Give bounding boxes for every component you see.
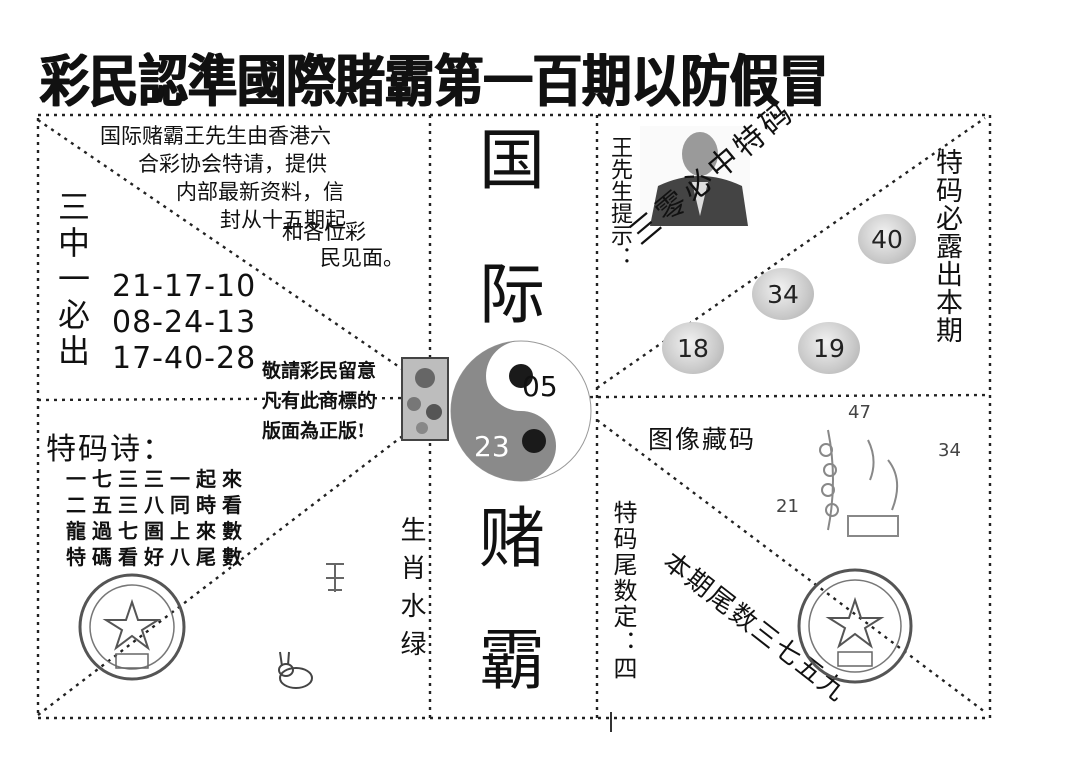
outer-border [36,113,992,720]
hidden-image-plant-icon [819,429,899,537]
poem-line-4: 特碼看好八尾數 [66,545,248,569]
combo-label: 三中一必出 [53,190,91,370]
ball-1: 40 [858,214,916,264]
title-char-3: 赌 [479,500,545,577]
poem-title: 特码诗： [46,432,174,467]
rabbit-icon [278,651,313,689]
diag-bottom-right [596,419,986,713]
wang-tip: 王先生提示： [607,136,632,268]
trademark-emblem-icon [401,357,449,441]
diag-top-right [596,117,986,389]
image-code-number-b: 34 [938,440,961,461]
image-code-label: 图像藏码 [648,425,757,454]
poem-line-2: 二五三八同時看 [66,493,248,517]
mid-horizontal [37,393,991,402]
intro-line-4: 封从十五期起 [220,208,346,232]
headline: 彩民認準國際賭霸第一百期以防假冒 [40,50,829,115]
poem-line-3: 龍過七圄上來數 [66,519,248,543]
title-char-1: 国 [479,122,545,199]
title-char-2: 际 [479,256,545,333]
right-vertical: 特码必露出本期 [931,148,962,344]
stamp-seal-right-icon [797,568,913,684]
image-code-number-a: 47 [848,402,871,423]
bottom-tick [610,712,612,732]
diag-bottom-left [37,414,431,716]
notice-block: 敬請彩民留意 凡有此商標的 版面為正版! [262,356,376,446]
intro-line-3: 内部最新资料，信 [176,180,344,204]
intro-line-5: 和各位彩 [282,220,366,244]
poem-line-1: 一七三三一起來 [66,467,248,491]
ball-4: 19 [798,322,860,374]
image-code-number-c: 21 [776,496,799,517]
intro-line-6: 民见面。 [320,246,404,270]
title-char-4: 霸 [479,622,545,699]
combo-2: 08-24-13 [112,305,257,340]
yin-yang-number-top: 05 [522,370,558,403]
combo-1: 21-17-10 [112,269,257,304]
yin-yang-icon [450,340,592,482]
portrait-photo-icon [640,126,750,226]
notice-line-3: 版面為正版! [262,420,366,442]
intro-line-1: 国际赌霸王先生由香港六 [100,124,331,148]
intro-line-2: 合彩协会特请，提供 [138,152,327,176]
yin-yang-number-bottom: 23 [474,430,510,463]
tail-vertical: 特码尾数定：四 [609,500,637,682]
combo-3: 17-40-28 [112,341,257,376]
poem-block: 一七三三一起來 二五三八同時看 龍過七圄上來數 特碼看好八尾數 [66,466,248,570]
notice-line-2: 凡有此商標的 [262,390,377,412]
notice-line-1: 敬請彩民留意 [262,360,377,382]
zodiac-glyph-icon [326,563,344,592]
stamp-seal-left-icon [78,573,186,681]
zodiac-text: 生肖水绿 [396,516,426,668]
ball-2: 34 [752,268,814,320]
ball-3: 18 [662,322,724,374]
